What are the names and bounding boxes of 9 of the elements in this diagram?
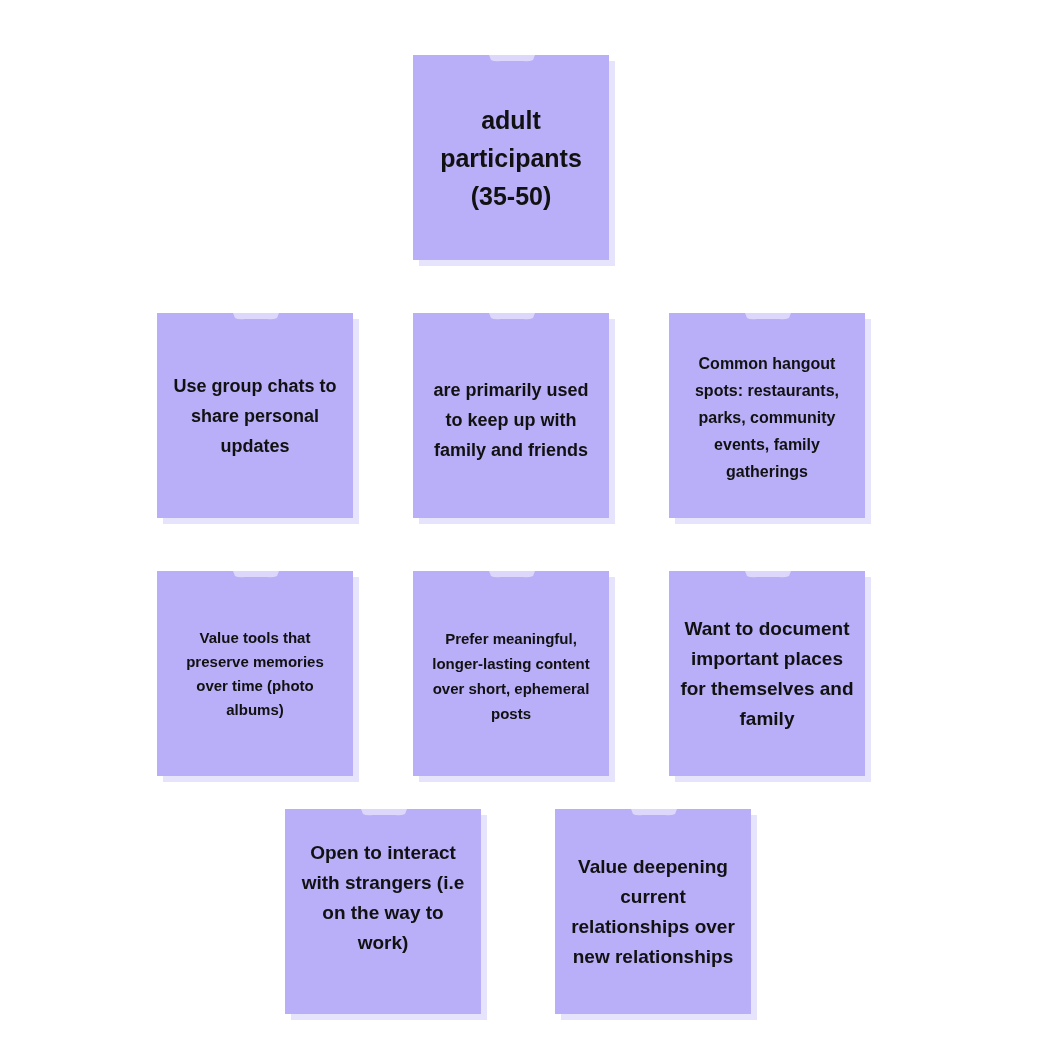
note-text: Common hangout spots: restaurants, parks, community events, family gatherings bbox=[693, 354, 840, 482]
note-text: Open to interact with strangers (i.e on the way to work) bbox=[300, 840, 466, 955]
note-text: Want to document important places for themselves and family bbox=[679, 616, 855, 731]
note-text: Prefer meaningful, longer-lasting content over short, ephemeral posts bbox=[431, 628, 591, 724]
note-text: Use group chats to share personal updates bbox=[172, 374, 338, 458]
note-text: Value deepening current relationships over new relationships bbox=[570, 854, 736, 969]
note-heading: adult participants (35-50) bbox=[439, 104, 583, 212]
note-text: Value tools that preserve memories over time (photo albums) bbox=[185, 627, 325, 720]
note-text: are primarily used to keep up with family and friends bbox=[432, 378, 590, 462]
